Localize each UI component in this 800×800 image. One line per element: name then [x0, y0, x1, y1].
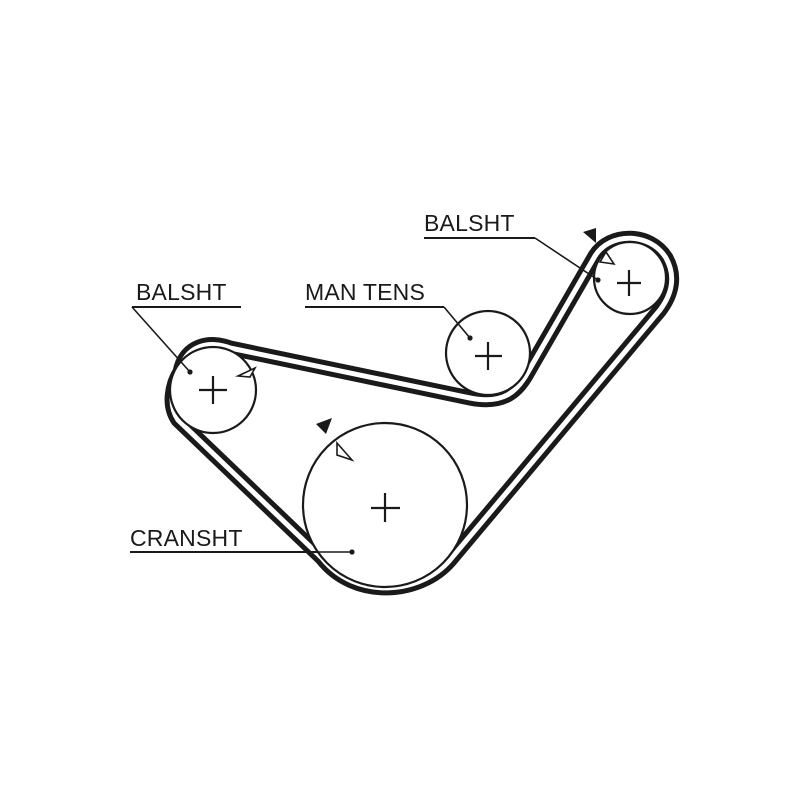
- callout-balsht-top: BALSHT: [424, 210, 601, 283]
- callout-man-tens: MAN TENS: [305, 279, 473, 341]
- pulley-crankshaft: [301, 421, 469, 589]
- arrow-crankshaft: [316, 418, 355, 462]
- label-cranksht: CRANSHT: [130, 525, 243, 551]
- callout-balsht-left: BALSHT: [131, 279, 241, 375]
- label-balsht-left: BALSHT: [136, 279, 227, 305]
- callout-cranksht: CRANSHT: [130, 525, 355, 555]
- label-man-tens: MAN TENS: [305, 279, 425, 305]
- pulley-tensioner: [444, 309, 532, 397]
- pulley-balancer-left: [168, 345, 258, 435]
- label-balsht-top: BALSHT: [424, 210, 515, 236]
- arrow-balancer-top: [583, 228, 616, 266]
- arrow-balancer-left: [234, 366, 257, 378]
